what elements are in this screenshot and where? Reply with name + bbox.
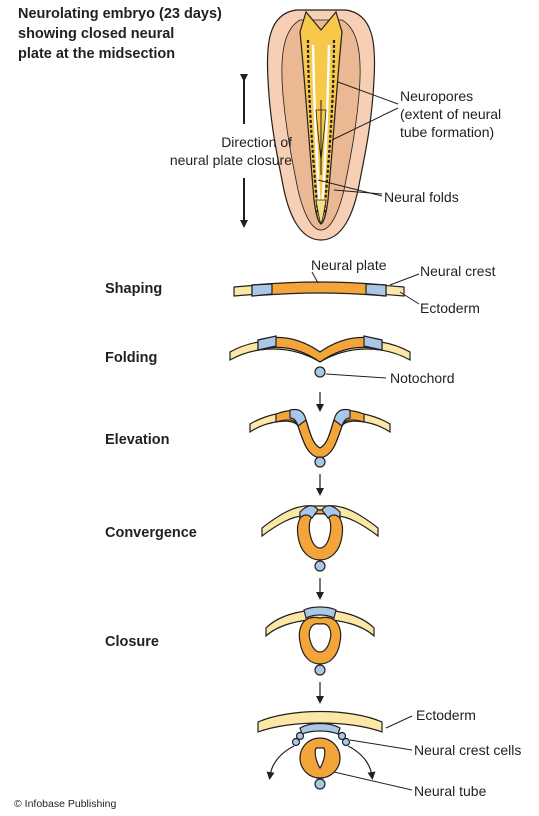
ectoderm-top-label: Ectoderm (420, 299, 480, 317)
neural-tube-section (258, 712, 412, 791)
neuropores-label: Neuropores (extent of neural tube format… (400, 87, 501, 141)
neural-plate-label: Neural plate (311, 256, 387, 274)
closure-section (266, 607, 374, 675)
stage-shaping-label: Shaping (105, 281, 162, 297)
elevation-section (250, 409, 390, 467)
stage-elevation-label: Elevation (105, 432, 169, 448)
ectoderm-bottom-label: Ectoderm (416, 706, 476, 724)
direction-label: Direction of neural plate closure (168, 133, 292, 169)
embryo-illustration (267, 10, 374, 240)
shaping-section (234, 272, 419, 304)
neural-tube-label: Neural tube (414, 782, 486, 800)
neural-crest-cells-label: Neural crest cells (414, 741, 521, 759)
neural-folds-label: Neural folds (384, 188, 459, 206)
convergence-section (262, 506, 378, 571)
folding-section (230, 336, 410, 378)
stage-closure-label: Closure (105, 634, 159, 650)
stage-folding-label: Folding (105, 350, 157, 366)
neural-crest-label: Neural crest (420, 262, 495, 280)
notochord-label: Notochord (390, 369, 455, 387)
stage-convergence-label: Convergence (105, 525, 197, 541)
publisher-credit: © Infobase Publishing (14, 798, 116, 810)
